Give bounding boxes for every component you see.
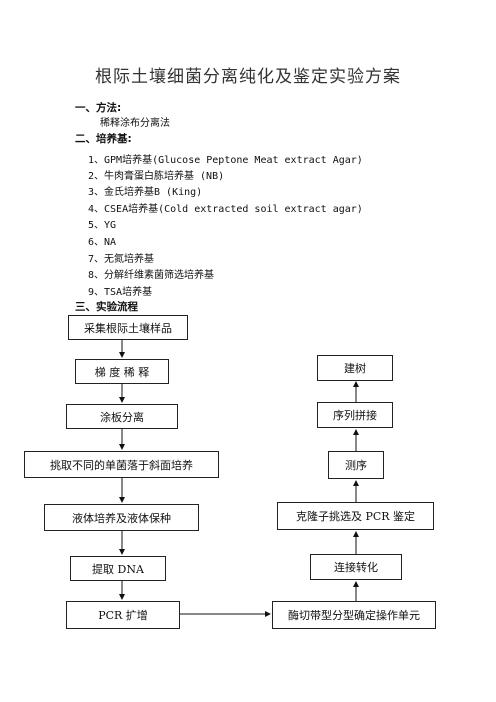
step-pcr-amplify: PCR 扩增 <box>66 601 180 629</box>
step-liquid-culture: 液体培养及液体保种 <box>44 504 199 531</box>
step-build-tree: 建树 <box>317 355 393 381</box>
step-sequencing: 测序 <box>328 451 384 479</box>
step-pick-colonies: 挑取不同的单菌落于斜面培养 <box>24 451 219 478</box>
step-collect-sample: 采集根际土壤样品 <box>68 315 188 340</box>
medium-item-4: 4、CSEA培养基(Cold extracted soil extract ag… <box>88 204 363 215</box>
medium-item-7: 7、无氮培养基 <box>88 254 155 265</box>
step-sequence-assembly: 序列拼接 <box>317 402 393 428</box>
section-1-content: 稀释涂布分离法 <box>100 118 170 129</box>
step-ligation-transform: 连接转化 <box>310 554 402 580</box>
section-2-heading: 二、培养基: <box>75 133 132 145</box>
medium-item-8: 8、分解纤维素菌筛选培养基 <box>88 270 215 281</box>
medium-item-5: 5、YG <box>88 220 117 231</box>
section-3-heading: 三、实验流程 <box>75 301 138 313</box>
section-1-heading: 一、方法: <box>75 102 122 114</box>
step-extract-dna: 提取 DNA <box>70 556 166 581</box>
medium-item-9: 9、TSA培养基 <box>88 287 153 298</box>
medium-item-6: 6、NA <box>88 237 117 248</box>
step-gradient-dilution: 梯 度 稀 释 <box>75 359 169 384</box>
medium-item-3: 3、金氏培养基B (King) <box>88 187 203 198</box>
step-plate-separation: 涂板分离 <box>66 404 178 429</box>
step-enzyme-typing: 酶切带型分型确定操作单元 <box>272 601 436 629</box>
medium-item-1: 1、GPM培养基(Glucose Peptone Meat extract Ag… <box>88 155 363 166</box>
document-title: 根际土壤细菌分离纯化及鉴定实验方案 <box>95 67 401 87</box>
step-clone-pcr-identify: 克隆子挑选及 PCR 鉴定 <box>277 502 434 530</box>
medium-item-2: 2、牛肉膏蛋白胨培养基 (NB) <box>88 171 225 182</box>
